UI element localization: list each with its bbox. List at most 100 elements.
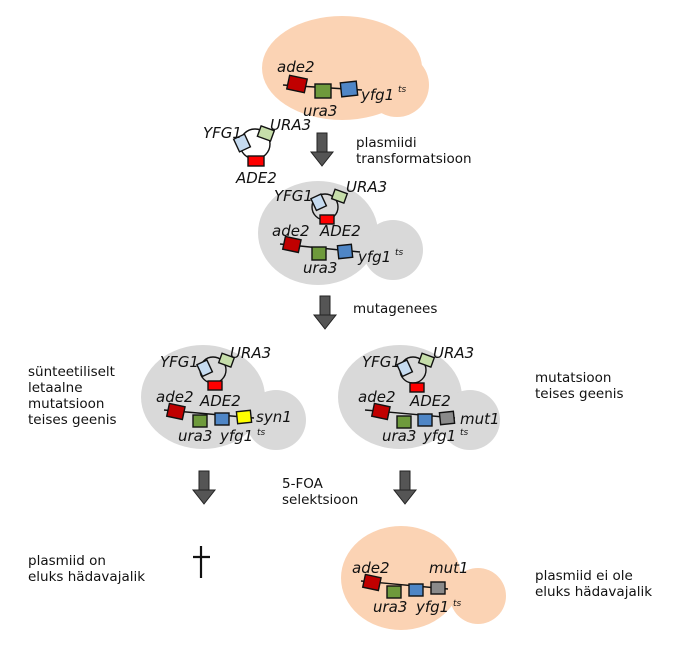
- gene-yfg1-box: [336, 243, 354, 260]
- gene-ura3-box: [386, 585, 402, 599]
- label-yfg1: yfg1: [422, 427, 456, 445]
- label-YFG1: YFG1: [203, 124, 242, 142]
- step-selection-line2: selektsioon: [282, 492, 358, 508]
- label-URA3: URA3: [230, 344, 271, 362]
- gene-ade2-box: [361, 573, 382, 592]
- gene-ade2-box: [281, 235, 302, 254]
- label-ade2: ade2: [277, 58, 315, 76]
- gene-YFG1-box: [232, 133, 252, 153]
- cell-body: [341, 526, 461, 630]
- gene-YFG1-box: [396, 359, 414, 378]
- label-mut1: mut1: [429, 559, 469, 577]
- gene-ADE2-box: [319, 214, 335, 225]
- gene-ura3-box: [192, 414, 208, 428]
- right-outcome-line1: plasmiid ei ole: [535, 568, 633, 584]
- gene-URA3-box: [217, 352, 236, 368]
- label-ADE2: ADE2: [319, 222, 361, 240]
- arrow-down-icon: [310, 132, 334, 167]
- arrow-down-icon: [393, 470, 417, 505]
- plasmid-free: YFG1 URA3 ADE2: [203, 116, 311, 187]
- left-desc-line1: sünteetiliselt: [28, 364, 115, 380]
- label-yfg1: yfg1: [219, 427, 253, 445]
- step-selection-line1: 5-FOA: [282, 476, 324, 492]
- label-ura3: ura3: [373, 598, 407, 616]
- step-mutagenesis: mutagenees: [353, 301, 437, 317]
- cell-mut1: YFG1 URA3 ade2 ADE2 mut1 ura3 yfg1 ts: [338, 344, 500, 450]
- gene-yfg1-box: [214, 412, 230, 426]
- cell-transformed: YFG1 URA3 ade2 ADE2 ura3 yfg1 ts: [258, 178, 423, 285]
- label-ADE2: ADE2: [199, 392, 241, 410]
- label-ade2: ade2: [156, 388, 194, 406]
- cell-body: [258, 181, 378, 285]
- gene-mut1-box: [430, 581, 446, 595]
- label-mut1: mut1: [460, 410, 500, 428]
- gene-ade2-box: [165, 402, 186, 421]
- label-ade2: ade2: [358, 388, 396, 406]
- cell-initial: ade2 ura3 yfg1 ts: [262, 16, 429, 120]
- right-desc-line2: teises geenis: [535, 386, 624, 402]
- gene-ura3-box: [311, 246, 327, 261]
- gene-YFG1-box: [196, 359, 214, 378]
- gene-URA3-box: [417, 352, 436, 368]
- cell-bud: [450, 568, 506, 624]
- left-outcome-line2: eluks hädavajalik: [28, 569, 145, 585]
- label-yfg1: yfg1: [415, 598, 449, 616]
- gene-ADE2-box: [207, 380, 223, 391]
- label-ts: ts: [257, 428, 266, 438]
- label-ura3: ura3: [303, 259, 337, 277]
- cell-bud: [246, 390, 306, 450]
- left-desc-line2: letaalne: [28, 380, 83, 396]
- label-yfg1: yfg1: [357, 248, 391, 266]
- label-YFG1: YFG1: [160, 353, 199, 371]
- gene-ade2-box: [370, 402, 391, 421]
- gene-yfg1-box: [417, 413, 433, 427]
- label-ura3: ura3: [303, 102, 337, 120]
- arrow-down-icon: [313, 295, 337, 330]
- label-YFG1: YFG1: [362, 353, 401, 371]
- gene-URA3-box: [256, 125, 276, 142]
- dagger-death-icon: [193, 546, 210, 578]
- cell-bud: [363, 220, 423, 280]
- left-desc-line3: mutatsioon: [28, 396, 104, 412]
- gene-URA3-box: [330, 188, 349, 204]
- cell-bud: [440, 390, 500, 450]
- gene-ade2-box: [285, 74, 309, 94]
- label-ts: ts: [460, 428, 469, 438]
- gene-ADE2-box: [409, 382, 425, 393]
- gene-syn1-box: [235, 409, 253, 425]
- right-outcome-line2: eluks hädavajalik: [535, 584, 652, 600]
- cell-body: [141, 345, 265, 449]
- cell-bud: [365, 53, 429, 117]
- label-ADE2: ADE2: [409, 392, 451, 410]
- label-URA3: URA3: [433, 344, 474, 362]
- label-URA3: URA3: [346, 178, 387, 196]
- gene-ura3-box: [396, 415, 412, 429]
- label-ade2: ade2: [352, 559, 390, 577]
- left-outcome-line1: plasmiid on: [28, 553, 106, 569]
- gene-yfg1-box: [408, 583, 424, 597]
- gene-yfg1-box: [339, 80, 359, 98]
- label-yfg1: yfg1: [360, 86, 394, 104]
- arrow-down-icon: [192, 470, 216, 505]
- gene-YFG1-box: [310, 193, 328, 212]
- gene-mut1-box: [438, 410, 456, 426]
- label-syn1: syn1: [256, 408, 292, 426]
- label-ts: ts: [395, 248, 404, 258]
- label-YFG1: YFG1: [274, 187, 313, 205]
- step-transformation-line1: plasmiidi: [356, 135, 417, 151]
- label-URA3: URA3: [270, 116, 311, 134]
- label-ts: ts: [453, 599, 462, 609]
- cell-syn1: YFG1 URA3 ade2 ADE2 syn1 ura3 yfg1 ts: [141, 344, 306, 450]
- gene-ADE2-box: [247, 155, 265, 167]
- cell-final: ade2 mut1 ura3 yfg1 ts: [341, 526, 506, 630]
- label-ade2: ade2: [272, 222, 310, 240]
- gene-ura3-box: [314, 83, 332, 99]
- right-desc-line1: mutatsioon: [535, 370, 611, 386]
- step-transformation-line2: transformatsioon: [356, 151, 472, 167]
- label-ura3: ura3: [382, 427, 416, 445]
- label-ADE2: ADE2: [235, 169, 277, 187]
- label-ura3: ura3: [178, 427, 212, 445]
- label-ts: ts: [398, 85, 407, 95]
- left-desc-line4: teises geenis: [28, 412, 117, 428]
